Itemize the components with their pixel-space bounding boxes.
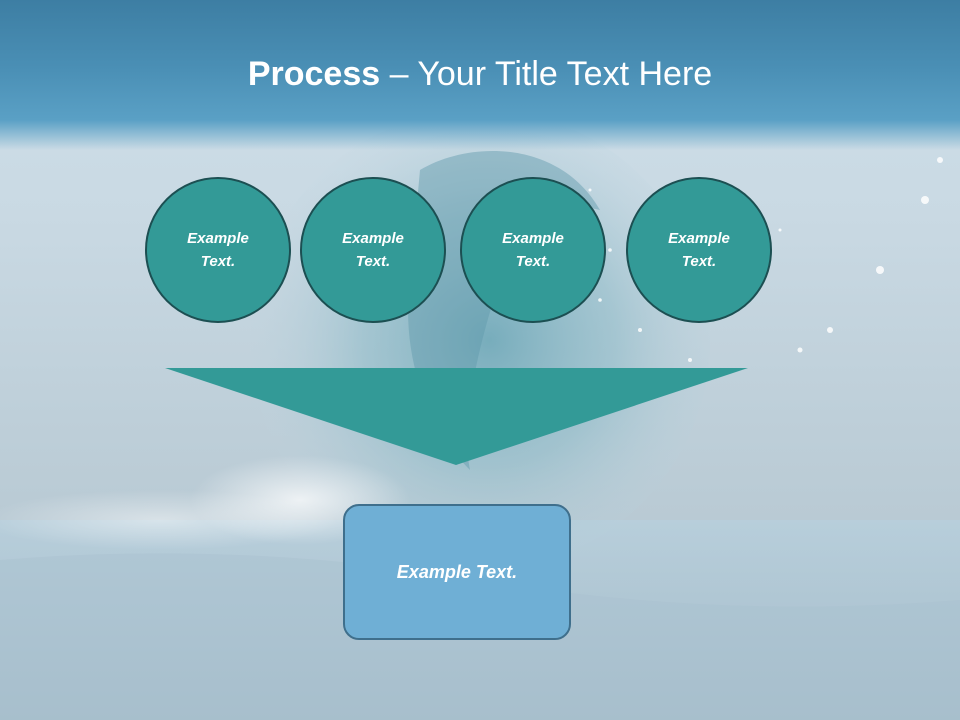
- result-label: Example Text.: [396, 561, 518, 582]
- funnel-arrow: [165, 368, 748, 465]
- title-strong: Process: [247, 55, 381, 93]
- step-circle-4: Example Text.: [626, 177, 772, 323]
- step-label-3: Example Text.: [502, 230, 564, 270]
- result-box: Example Text.: [343, 504, 571, 640]
- step-label-4: Example Text.: [668, 230, 730, 270]
- step-circle-3: Example Text.: [460, 177, 606, 323]
- slide-title: Process – Your Title Text Here: [0, 52, 960, 96]
- step-label-1: Example Text.: [187, 230, 249, 270]
- step-label-2: Example Text.: [342, 230, 404, 270]
- step-circle-1: Example Text.: [145, 177, 291, 323]
- step-circle-2: Example Text.: [300, 177, 446, 323]
- title-band: [0, 0, 960, 150]
- title-rest: – Your Title Text Here: [380, 55, 713, 93]
